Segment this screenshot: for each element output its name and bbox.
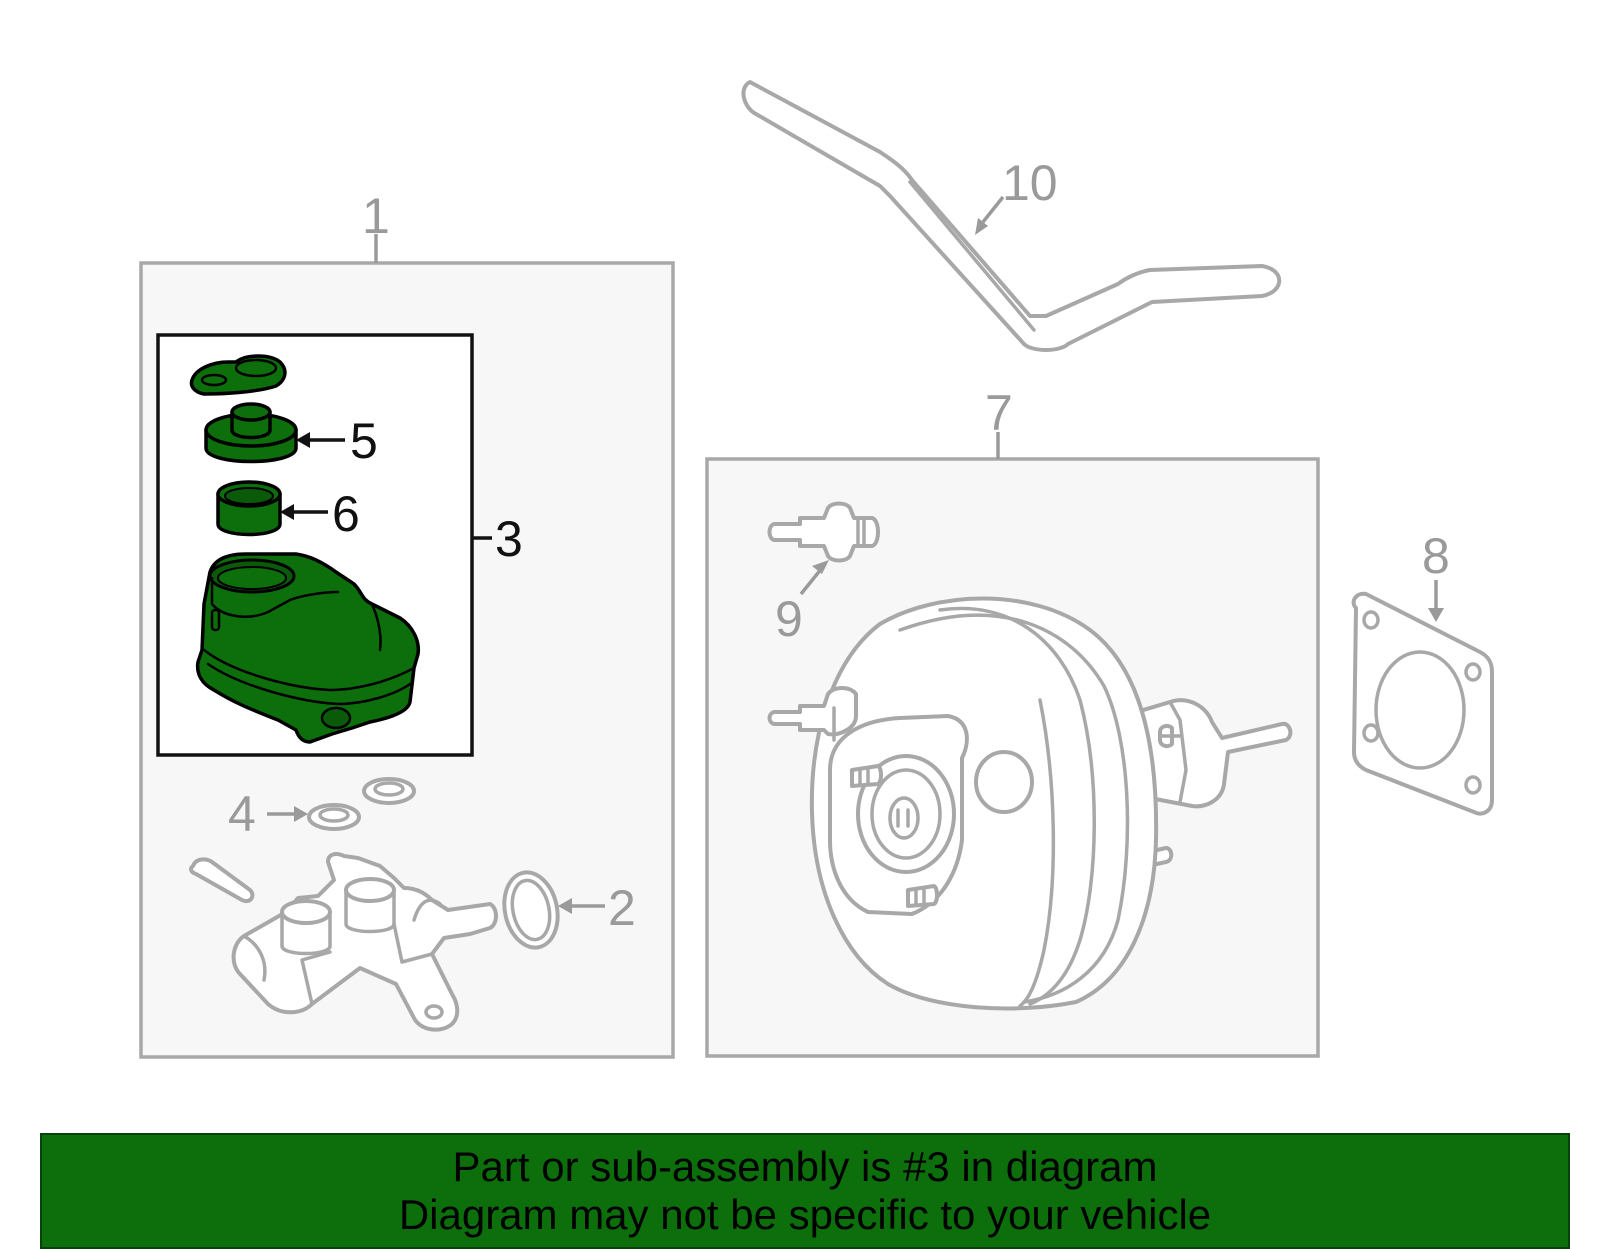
callout-7: 7 xyxy=(985,385,1013,441)
grommet-part-4[interactable] xyxy=(307,777,416,831)
callout-1: 1 xyxy=(362,188,390,244)
vacuum-hose-part-10[interactable] xyxy=(741,80,1282,352)
brake-booster-part-7[interactable] xyxy=(767,596,1293,1011)
footer-line-2: Diagram may not be specific to your vehi… xyxy=(398,1191,1212,1238)
callout-3: 3 xyxy=(495,511,523,567)
footer-banner: Part or sub-assembly is #3 in diagram Di… xyxy=(40,1133,1570,1249)
callout-10: 10 xyxy=(1002,155,1058,211)
master-cylinder-body[interactable] xyxy=(189,852,498,1032)
callout-8: 8 xyxy=(1422,528,1450,584)
check-valve-part-9[interactable] xyxy=(767,501,880,563)
footer-line-1: Part or sub-assembly is #3 in diagram xyxy=(452,1143,1158,1190)
brake-fluid-reservoir-tank[interactable] xyxy=(195,552,421,744)
callout-5: 5 xyxy=(350,413,378,469)
booster-gasket-part-8[interactable] xyxy=(1351,591,1494,816)
o-ring-part-2[interactable] xyxy=(498,867,565,952)
reservoir-cap-part-5[interactable] xyxy=(204,402,298,464)
callout-2: 2 xyxy=(608,880,636,936)
reservoir-strainer-part-6[interactable] xyxy=(216,480,282,537)
reservoir-cap-seal[interactable] xyxy=(189,354,287,396)
callout-6: 6 xyxy=(332,486,360,542)
callout-4: 4 xyxy=(228,786,256,842)
callout-9: 9 xyxy=(775,591,803,647)
